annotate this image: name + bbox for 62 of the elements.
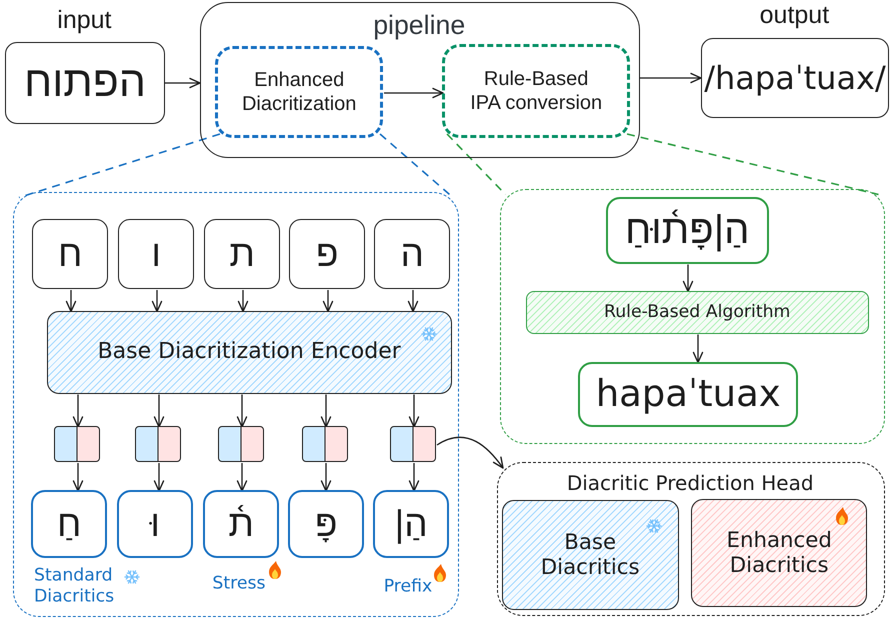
letter-box: פָּ	[288, 490, 364, 558]
label-text: Base Diacritization Encoder	[98, 338, 401, 366]
label-text: /hapaˈtuax/	[704, 58, 886, 98]
arrow	[154, 394, 164, 428]
vector-box	[135, 426, 182, 462]
label-text: Base Diacritics	[540, 530, 641, 581]
hatched-box	[502, 500, 679, 610]
curved-arrow	[436, 436, 504, 469]
arrow	[408, 394, 420, 428]
dashed-box: Enhanced Diacritization	[215, 46, 384, 138]
vector-box	[218, 426, 264, 462]
node-label: Prefix	[384, 576, 432, 598]
letter-box: ת	[204, 219, 280, 290]
label-text: הַ|	[394, 502, 428, 546]
node-label: Standard Diacritics	[34, 565, 116, 607]
word-box: הַ|פָּת֫וּחַ	[606, 196, 769, 264]
letter-box: וּ	[117, 490, 194, 558]
arrow	[320, 394, 332, 428]
arrow	[72, 463, 84, 492]
connector-line	[18, 133, 220, 198]
panel-title: Diacritic Prediction Head	[566, 471, 814, 496]
label-text: הפתוח	[24, 57, 146, 108]
arrow	[154, 463, 164, 492]
word-box: hapaˈtuax	[578, 362, 798, 427]
label-text: Enhanced Diacritics	[726, 528, 833, 579]
arrow	[692, 334, 704, 364]
arrow	[66, 290, 76, 312]
letter-box: פ	[289, 219, 366, 290]
dashed-panel	[13, 192, 459, 616]
hatched-box	[691, 499, 868, 608]
arrow	[152, 290, 162, 312]
dashed-box: Rule-Based IPA conversion	[442, 44, 630, 138]
panel-title: pipeline	[373, 9, 466, 42]
dashed-panel	[500, 188, 884, 444]
letter-box: ה	[374, 219, 450, 290]
arrow	[320, 463, 332, 492]
label-text: ת֫	[228, 502, 254, 546]
process-box: Rule-Based Algorithm	[526, 290, 869, 334]
arrow	[72, 394, 84, 428]
group-box	[200, 2, 640, 158]
node-label: Stress	[212, 574, 266, 594]
arrow	[238, 290, 248, 312]
arrow	[682, 264, 694, 292]
heading: input	[57, 5, 112, 36]
arrow	[408, 463, 420, 492]
letter-box: ח	[32, 219, 108, 290]
heading: output	[760, 0, 830, 30]
connector-line	[626, 133, 879, 196]
arrow	[408, 290, 418, 312]
arrow	[384, 88, 444, 98]
vector-box	[302, 426, 348, 462]
encoder-box	[46, 310, 452, 394]
vector-box	[390, 426, 436, 462]
arrow	[322, 290, 334, 312]
dashed-panel	[497, 462, 885, 616]
arrow	[640, 72, 702, 84]
letter-box: ו	[118, 219, 194, 290]
vector-box	[54, 426, 100, 462]
arrow	[165, 78, 201, 88]
label-text: חַ	[57, 502, 82, 546]
arrow	[236, 463, 248, 492]
arrow	[236, 394, 248, 428]
